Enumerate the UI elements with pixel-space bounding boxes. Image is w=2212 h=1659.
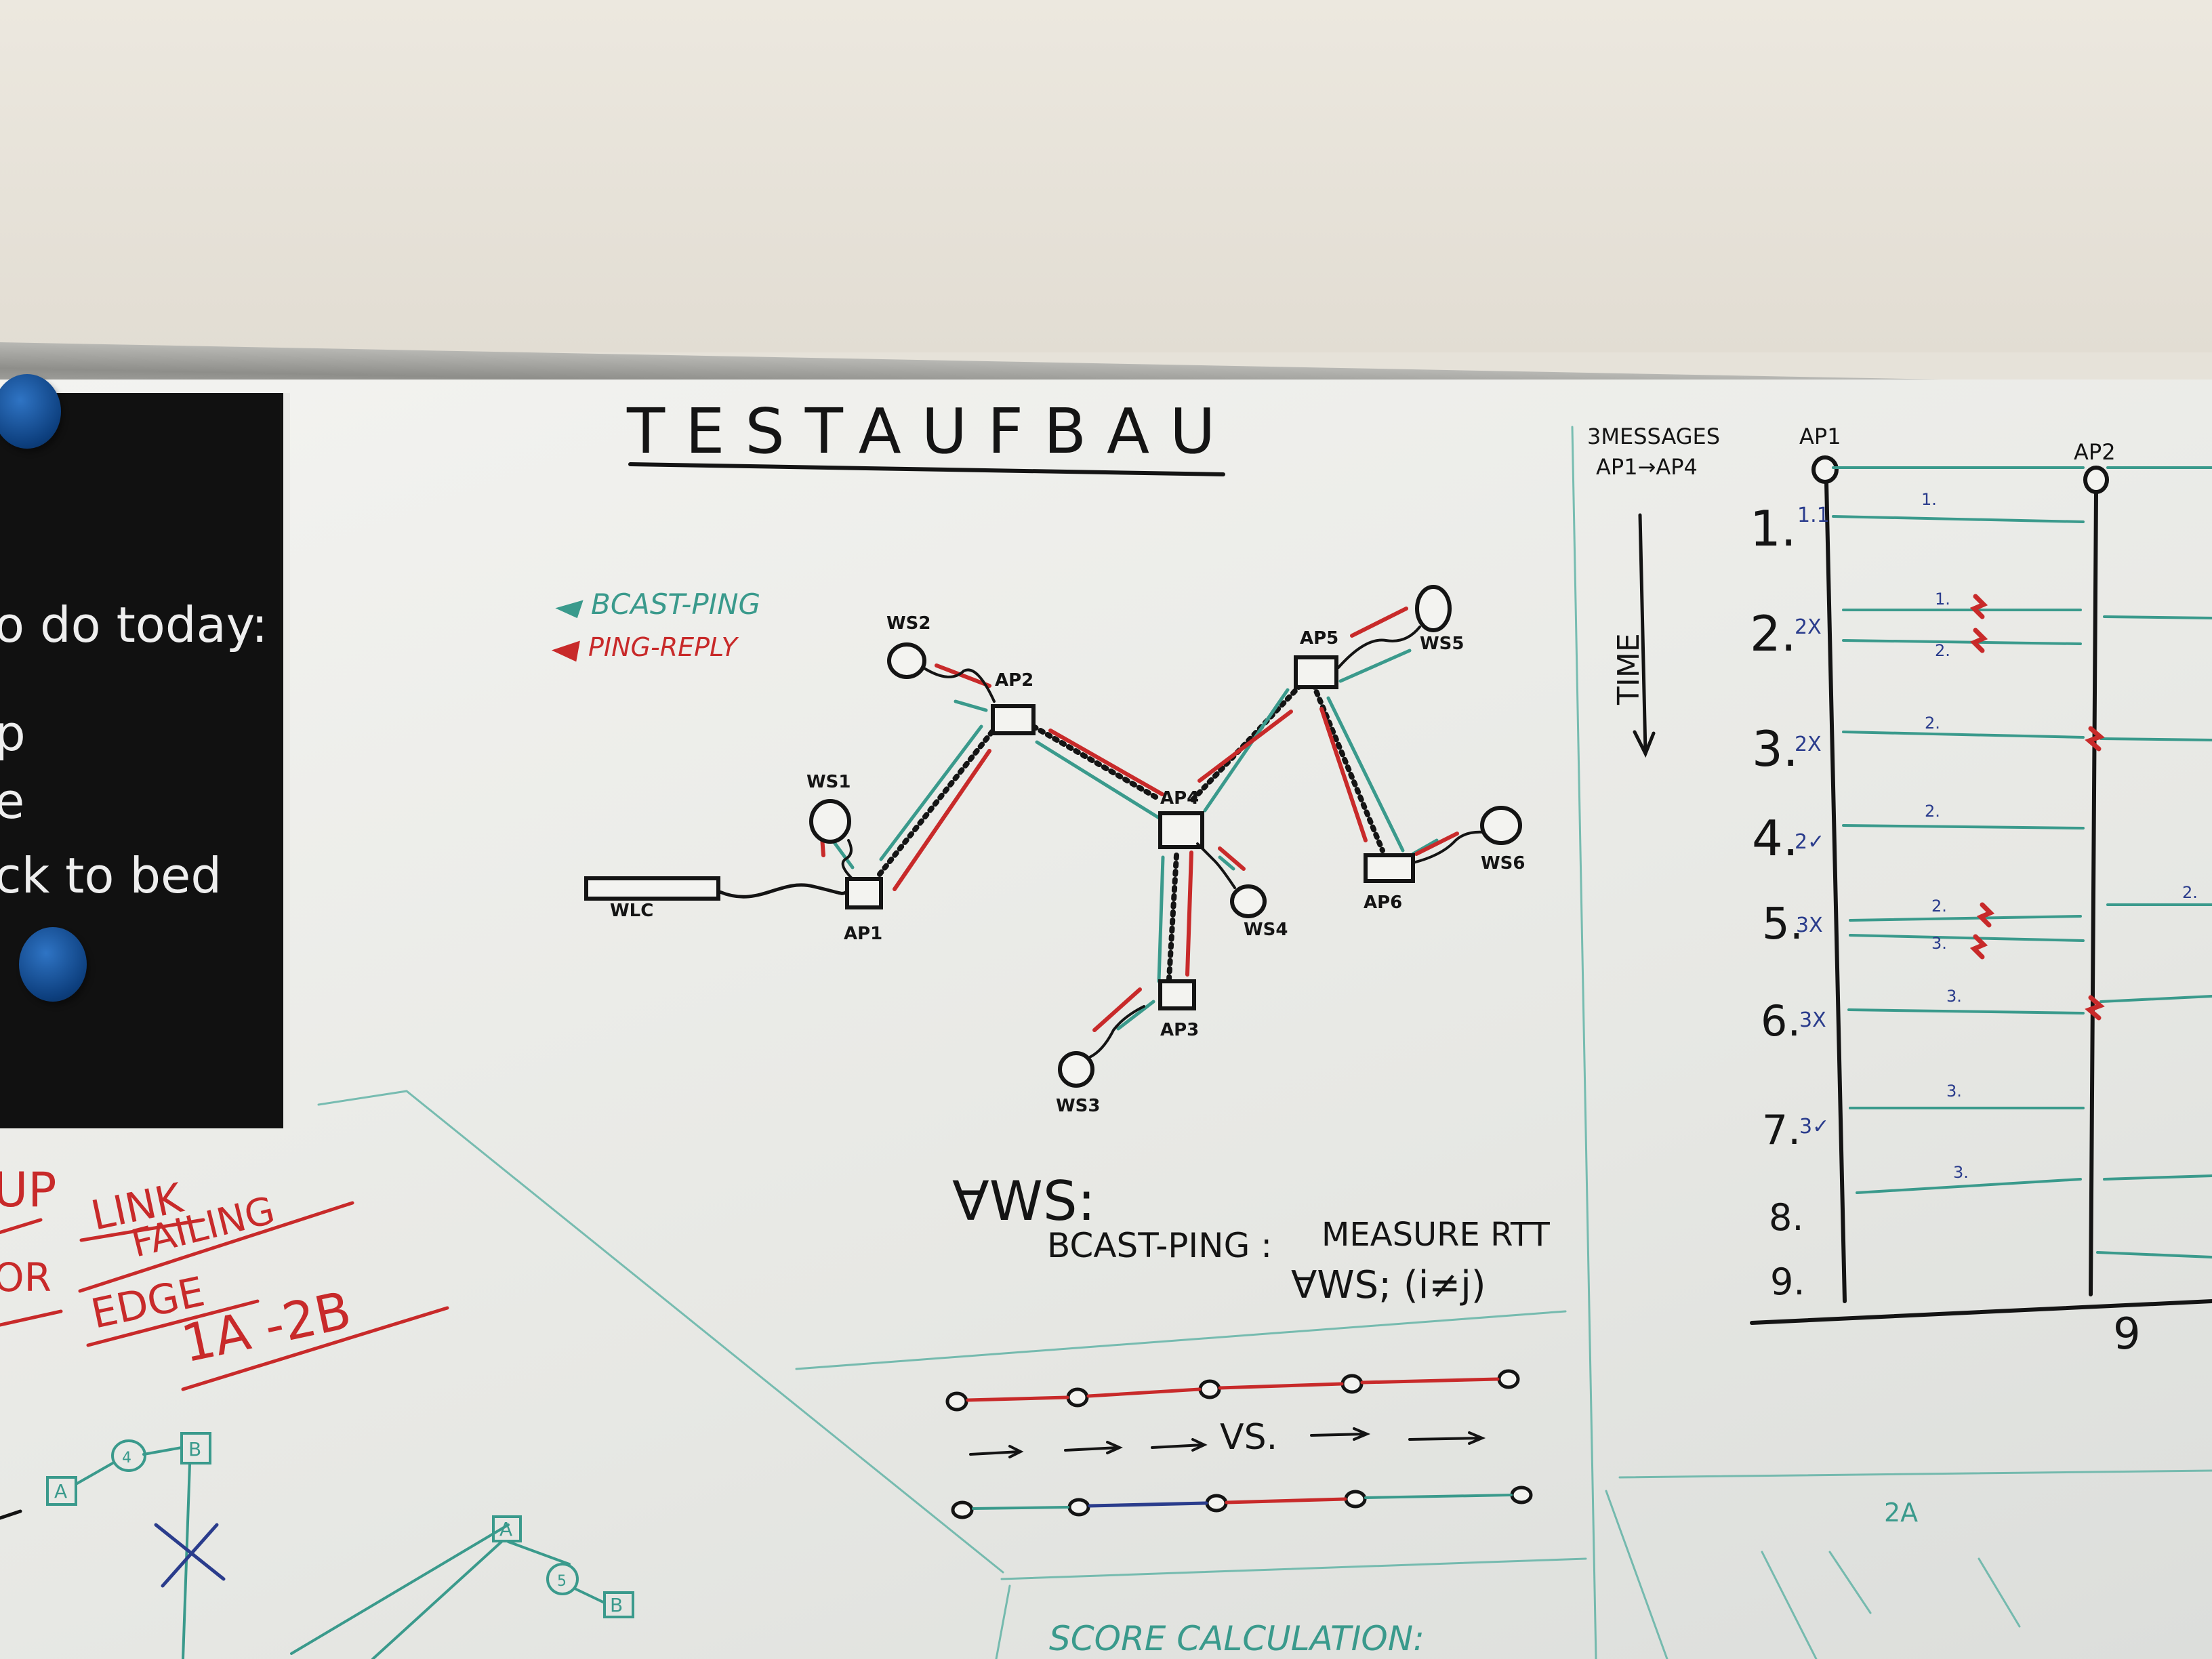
label-ws6: WS6 <box>1481 853 1525 874</box>
row-number: 1. <box>1750 500 1797 557</box>
formula-line3: MEASURE RTT <box>1322 1216 1550 1254</box>
label-ws2: WS2 <box>886 613 931 634</box>
row-mark: 1.1 <box>1797 504 1830 527</box>
vs-label: VS. <box>1220 1417 1277 1458</box>
magnet <box>19 927 87 1002</box>
msg-label: 2. <box>1931 897 1947 916</box>
sketch-num2: 5 <box>557 1573 567 1590</box>
msg-label: 1. <box>1935 590 1950 609</box>
msg-label: 2. <box>1925 714 1940 733</box>
poster-line: ck to bed <box>0 847 222 904</box>
timeline-header2: AP1→AP4 <box>1596 454 1698 480</box>
row-number: 3. <box>1752 720 1799 777</box>
row-mark: 2X <box>1795 615 1822 639</box>
title: TESTAUFBAU <box>626 395 1235 468</box>
wall <box>0 0 2212 352</box>
row-mark: 3X <box>1796 914 1823 937</box>
formula-line2: BCAST-PING : <box>1047 1226 1272 1265</box>
score-calculation: SCORE CALCULATION: <box>1049 1619 1425 1658</box>
poster-line: e <box>0 773 24 830</box>
row-number: 7. <box>1762 1107 1801 1154</box>
label-ws3: WS3 <box>1056 1096 1101 1116</box>
legend-bcast: BCAST-PING <box>591 588 760 621</box>
label-ap3: AP3 <box>1160 1020 1199 1040</box>
row-number: 8. <box>1769 1196 1804 1239</box>
legend-reply: PING-REPLY <box>588 632 739 662</box>
label-ws1: WS1 <box>806 772 851 792</box>
row-number: 4. <box>1752 810 1799 867</box>
timeline-bottom: 9 <box>2113 1309 2141 1359</box>
sketch-a: A <box>54 1480 67 1502</box>
row-mark: 3✓ <box>1799 1115 1829 1139</box>
timeline-ap1: AP1 <box>1799 424 1841 449</box>
row-mark: 3X <box>1799 1008 1826 1032</box>
label-wlc: WLC <box>610 901 653 921</box>
row-mark: 2✓ <box>1795 830 1824 854</box>
msg-label: 3. <box>1946 1082 1962 1101</box>
poster-line: p <box>0 705 26 762</box>
row-number: 2. <box>1750 605 1797 662</box>
row-number: 6. <box>1761 996 1801 1046</box>
timeline-header1: 3MESSAGES <box>1587 424 1720 449</box>
label-ws4: WS4 <box>1244 920 1288 940</box>
label-ap6: AP6 <box>1364 893 1402 913</box>
todo-poster: o do today: p e ck to bed <box>0 393 290 1128</box>
msg-label: 2. <box>1925 802 1940 821</box>
poster-line: o do today: <box>0 596 268 653</box>
label-ap2: AP2 <box>995 670 1033 691</box>
msg-label: 3. <box>1931 934 1947 953</box>
sketch-b: B <box>188 1438 201 1460</box>
corner-note: 2A <box>1884 1498 1918 1528</box>
note-or: OR <box>0 1254 52 1300</box>
timeline-ap2: AP2 <box>2074 439 2116 465</box>
msg-label: 3. <box>1953 1163 1969 1182</box>
row-number: 9. <box>1770 1261 1805 1303</box>
sketch-a2: A <box>499 1518 512 1540</box>
msg-label: 2. <box>1935 641 1950 660</box>
sketch-b2: B <box>610 1594 623 1616</box>
formula-line1: ∀WS: <box>952 1170 1096 1233</box>
label-ap1: AP1 <box>844 924 882 944</box>
magnet <box>0 374 61 449</box>
note-up: UP <box>0 1162 56 1218</box>
msg-label: 3. <box>1946 987 1962 1006</box>
row-number: 5. <box>1762 899 1803 949</box>
msg-label: 2. <box>2182 883 2198 902</box>
row-mark: 2X <box>1795 733 1822 756</box>
formula-line4: ∀WS; (i≠j) <box>1291 1263 1486 1307</box>
label-ws5: WS5 <box>1420 634 1465 654</box>
time-label: TIME <box>1612 633 1646 705</box>
msg-label: 1. <box>1921 490 1937 509</box>
label-ap5: AP5 <box>1300 628 1338 649</box>
label-ap4: AP4 <box>1160 788 1199 808</box>
sketch-num: 4 <box>122 1450 131 1467</box>
